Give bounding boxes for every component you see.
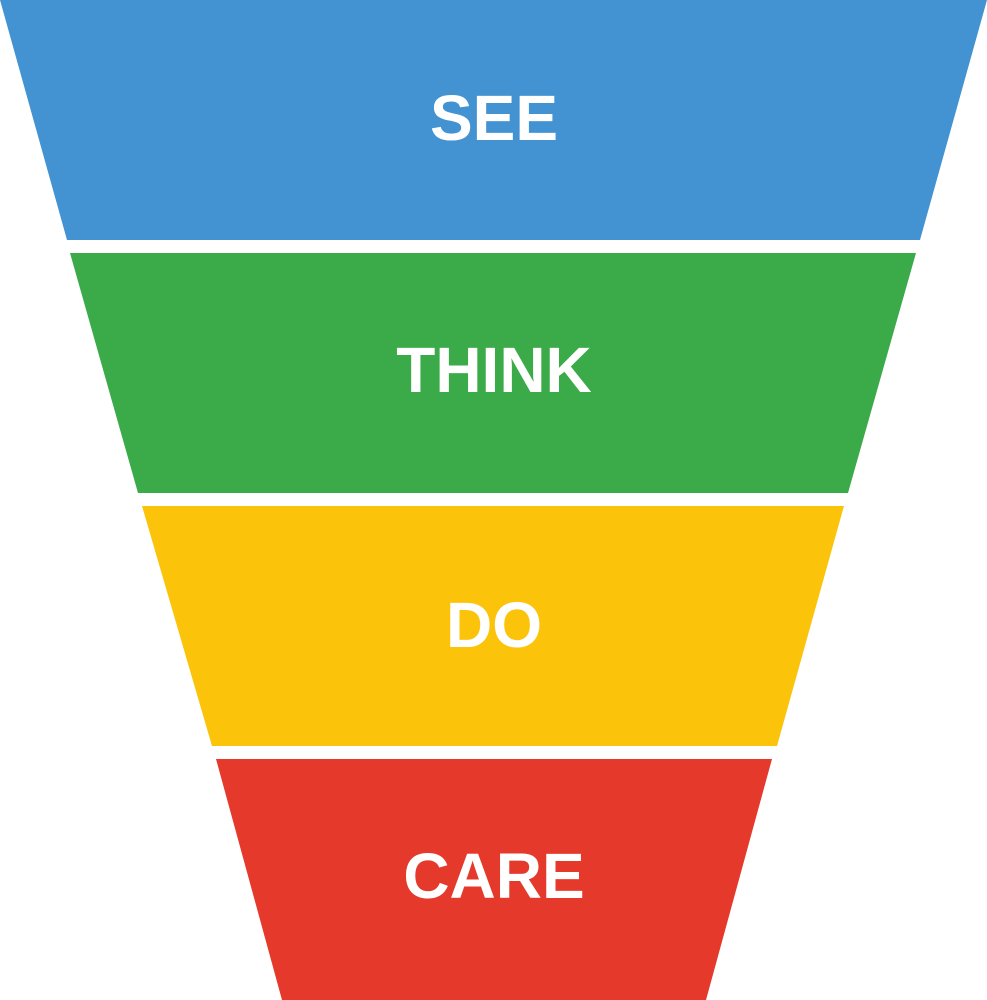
funnel-stage-see-label: SEE [430,82,558,154]
funnel-stage-do-band [142,506,844,746]
funnel-stage-see-band [0,0,987,240]
funnel-stage-care: CARE [216,759,772,1000]
funnel-stage-do: DO [142,506,844,746]
funnel-stage-think-label: THINK [396,334,592,406]
funnel-stage-do-label: DO [446,589,542,661]
funnel-stage-see: SEE [0,0,987,240]
funnel-stage-care-band [216,759,772,1000]
funnel-stage-think: THINK [70,253,916,493]
funnel-stage-think-band [70,253,916,493]
funnel-stage-care-label: CARE [403,840,584,912]
